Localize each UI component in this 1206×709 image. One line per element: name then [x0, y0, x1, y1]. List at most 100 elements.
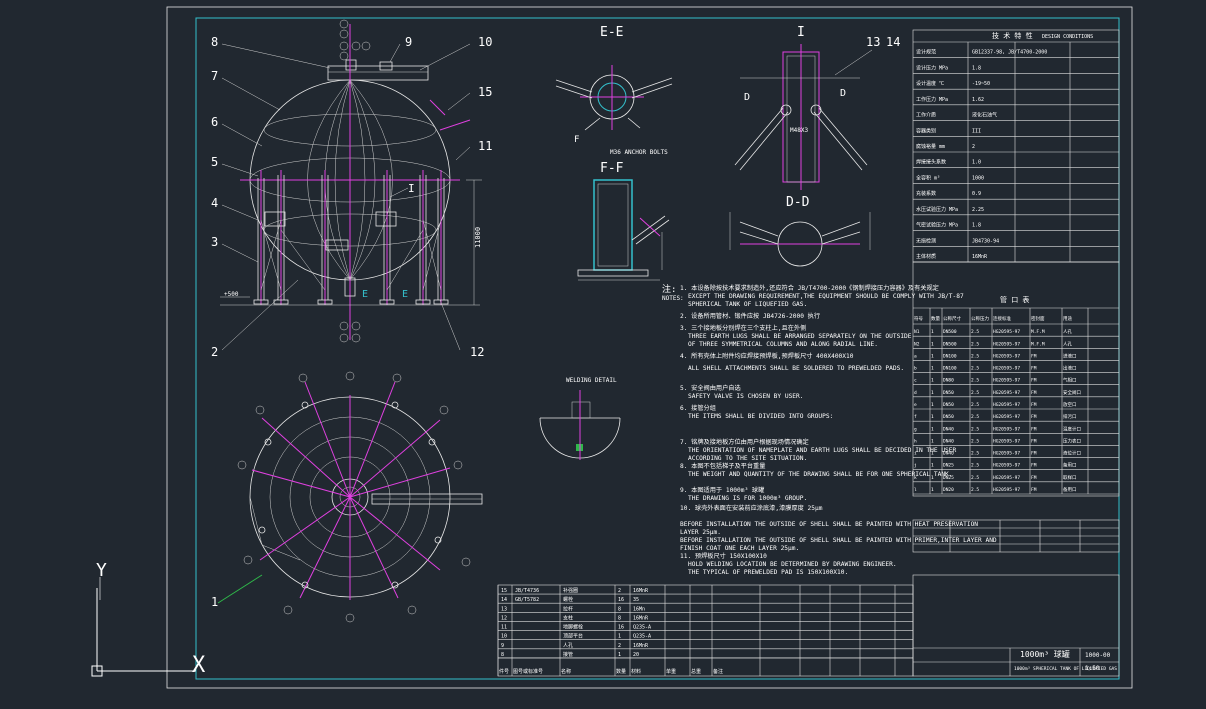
spec-row-value: GB12337-98, JB/T4700-2000 [972, 50, 1047, 56]
bom-cell-item: 12 [501, 615, 507, 621]
nozzle-cell: 备用口 [1063, 462, 1077, 469]
note-line: 10. 球壳外表面在安装前应涂底漆,漆膜厚度 25μm [680, 504, 823, 512]
spec-row-label: 主体材质 [916, 253, 936, 260]
nozzle-cell: 1 [931, 463, 934, 469]
nozzle-cell: 1 [931, 378, 934, 384]
spec-row-value: JB4730-94 [972, 238, 999, 244]
part-callouts: 8 7 6 5 4 3 2 9 10 15 11 12 1 13 14 [211, 35, 900, 609]
nozzle-cell: 压力表口 [1063, 437, 1081, 444]
revision-table [912, 519, 1120, 553]
spec-row-label: 工作压力 MPa [916, 96, 948, 103]
spec-row-label: 气密试验压力 MPa [916, 222, 958, 229]
spec-row-label: 全容积 m³ [916, 174, 940, 181]
nozzle-title: 管 口 表 [1000, 295, 1029, 304]
nozzle-cell: 1 [931, 329, 934, 335]
spec-row-value: -19~50 [972, 81, 990, 87]
bom-cell-material: 16MnR [633, 643, 649, 649]
spec-row-label: 焊接接头系数 [916, 159, 946, 166]
nozzle-cell: 2.5 [971, 487, 979, 493]
spec-row-label: 工作介质 [916, 112, 936, 119]
notes-header: 注: [662, 283, 676, 295]
drawing-scale: 1:50 [1085, 665, 1100, 672]
nozzle-cell: h [914, 438, 917, 444]
nozzle-cell: HG20595-97 [993, 463, 1020, 469]
callout-6: 6 [211, 115, 218, 129]
bottom-nozzle-markers [339, 321, 361, 343]
nozzle-cell: a [914, 354, 917, 359]
nozzle-cell: HG20595-97 [993, 426, 1020, 432]
nozzle-cell: DN40 [943, 426, 954, 432]
svg-text:11000: 11000 [474, 227, 482, 248]
nozzle-header-cell: 用途 [1063, 315, 1072, 322]
nozzle-cell: FM [1031, 438, 1037, 444]
section-ee-label: E-E [600, 25, 623, 40]
svg-text:F: F [574, 135, 579, 145]
note-line: 6. 接管分组 [680, 404, 716, 412]
bom-cell-qty: 1 [618, 634, 621, 640]
nozzle-cell: HG20595-97 [993, 390, 1020, 396]
nozzle-cell: 2.5 [971, 463, 979, 469]
bom-cell-name: 螺栓 [563, 596, 573, 603]
detail-i: I D D M48X3 [734, 25, 868, 190]
spec-row-label: 设计规范 [916, 49, 936, 56]
note-line: OF THREE SYMMETRICAL COLUMNS AND ALONG R… [688, 341, 878, 348]
title-block: 1000m³ 球罐 1000m³ SPHERICAL TANK OF LIQUE… [912, 574, 1120, 677]
callout-10: 10 [478, 35, 492, 49]
nozzle-header-cell: 公称尺寸 [943, 315, 961, 322]
note-line: ACCORDING TO THE SITE SITUATION. [688, 455, 807, 462]
note-line: 4. 所有壳体上附件均应焊接预焊板,预焊板尺寸 400X400X10 [680, 352, 854, 360]
nozzle-cell: 温度计口 [1063, 425, 1081, 432]
bom-cell-item: 8 [501, 652, 504, 658]
note-line: THE DRAWING IS FOR 1000m³ GROUP. [688, 495, 807, 502]
nozzle-cell: DN500 [943, 329, 957, 335]
nozzle-header-cell: 密封面 [1031, 315, 1045, 322]
note-line: BEFORE INSTALLATION THE OUTSIDE OF SHELL… [680, 521, 978, 528]
ucs-icon: Y X [91, 560, 206, 678]
plan-view [217, 371, 483, 623]
nozzle-cell: 2.5 [971, 378, 979, 384]
nozzle-cell: DN50 [943, 402, 954, 408]
nozzle-cell: HG20595-97 [993, 378, 1020, 384]
note-line: BEFORE INSTALLATION THE OUTSIDE OF SHELL… [680, 537, 997, 544]
nozzle-cell: 出液口 [1063, 365, 1077, 372]
nozzle-cell: 1 [931, 341, 934, 347]
ucs-y-label: Y [96, 560, 107, 581]
nozzle-cell: 人孔 [1063, 340, 1072, 347]
note-line: THE ORIENTATION OF NAMEPLATE AND EARTH L… [688, 447, 956, 454]
nozzle-cell: 2.5 [971, 426, 979, 432]
nozzle-cell: HG20595-97 [993, 341, 1020, 347]
nozzle-cell: FM [1031, 487, 1037, 493]
drawing-title: 1000m³ 球罐 [1020, 649, 1070, 659]
nozzle-cell: HG20595-97 [993, 366, 1020, 372]
nozzle-cell: 排污口 [1063, 413, 1077, 420]
nozzle-cell: DN80 [943, 378, 954, 384]
nozzle-cell: b [914, 366, 917, 372]
nozzle-cell: 安全阀口 [1063, 389, 1081, 396]
nozzle-cell: DN50 [943, 390, 954, 396]
callout-7: 7 [211, 69, 218, 83]
section-ff: F-F [577, 161, 670, 281]
callout-11: 11 [478, 139, 492, 153]
nozzle-cell: f [914, 414, 917, 420]
bom-header-cell: 名称 [561, 668, 571, 675]
bom-cell-name: 顶部平台 [563, 633, 583, 640]
nozzle-cell: c [914, 379, 917, 384]
note-line: 3. 三个接地板分别焊在三个支柱上,且在外侧 [680, 324, 806, 332]
nozzle-cell: g [914, 427, 917, 432]
nozzle-cell: DN100 [943, 366, 957, 372]
nozzle-cell: HG20595-97 [993, 353, 1020, 359]
nozzle-cell: M.F.M [1031, 341, 1045, 347]
nozzle-cell: i [914, 451, 917, 457]
bom-cell-item: 10 [501, 634, 507, 640]
nozzle-cell: 2.5 [971, 390, 979, 396]
nozzle-cell: N1 [914, 329, 920, 335]
spec-row-value: 0.9 [972, 191, 981, 197]
section-ee: E-E M36 ANCHOR BOLTS F [555, 25, 673, 156]
bom-header-cell: 材料 [631, 668, 641, 675]
nozzle-cell: 人孔 [1063, 328, 1072, 335]
nozzle-cell: 气相口 [1063, 377, 1077, 384]
